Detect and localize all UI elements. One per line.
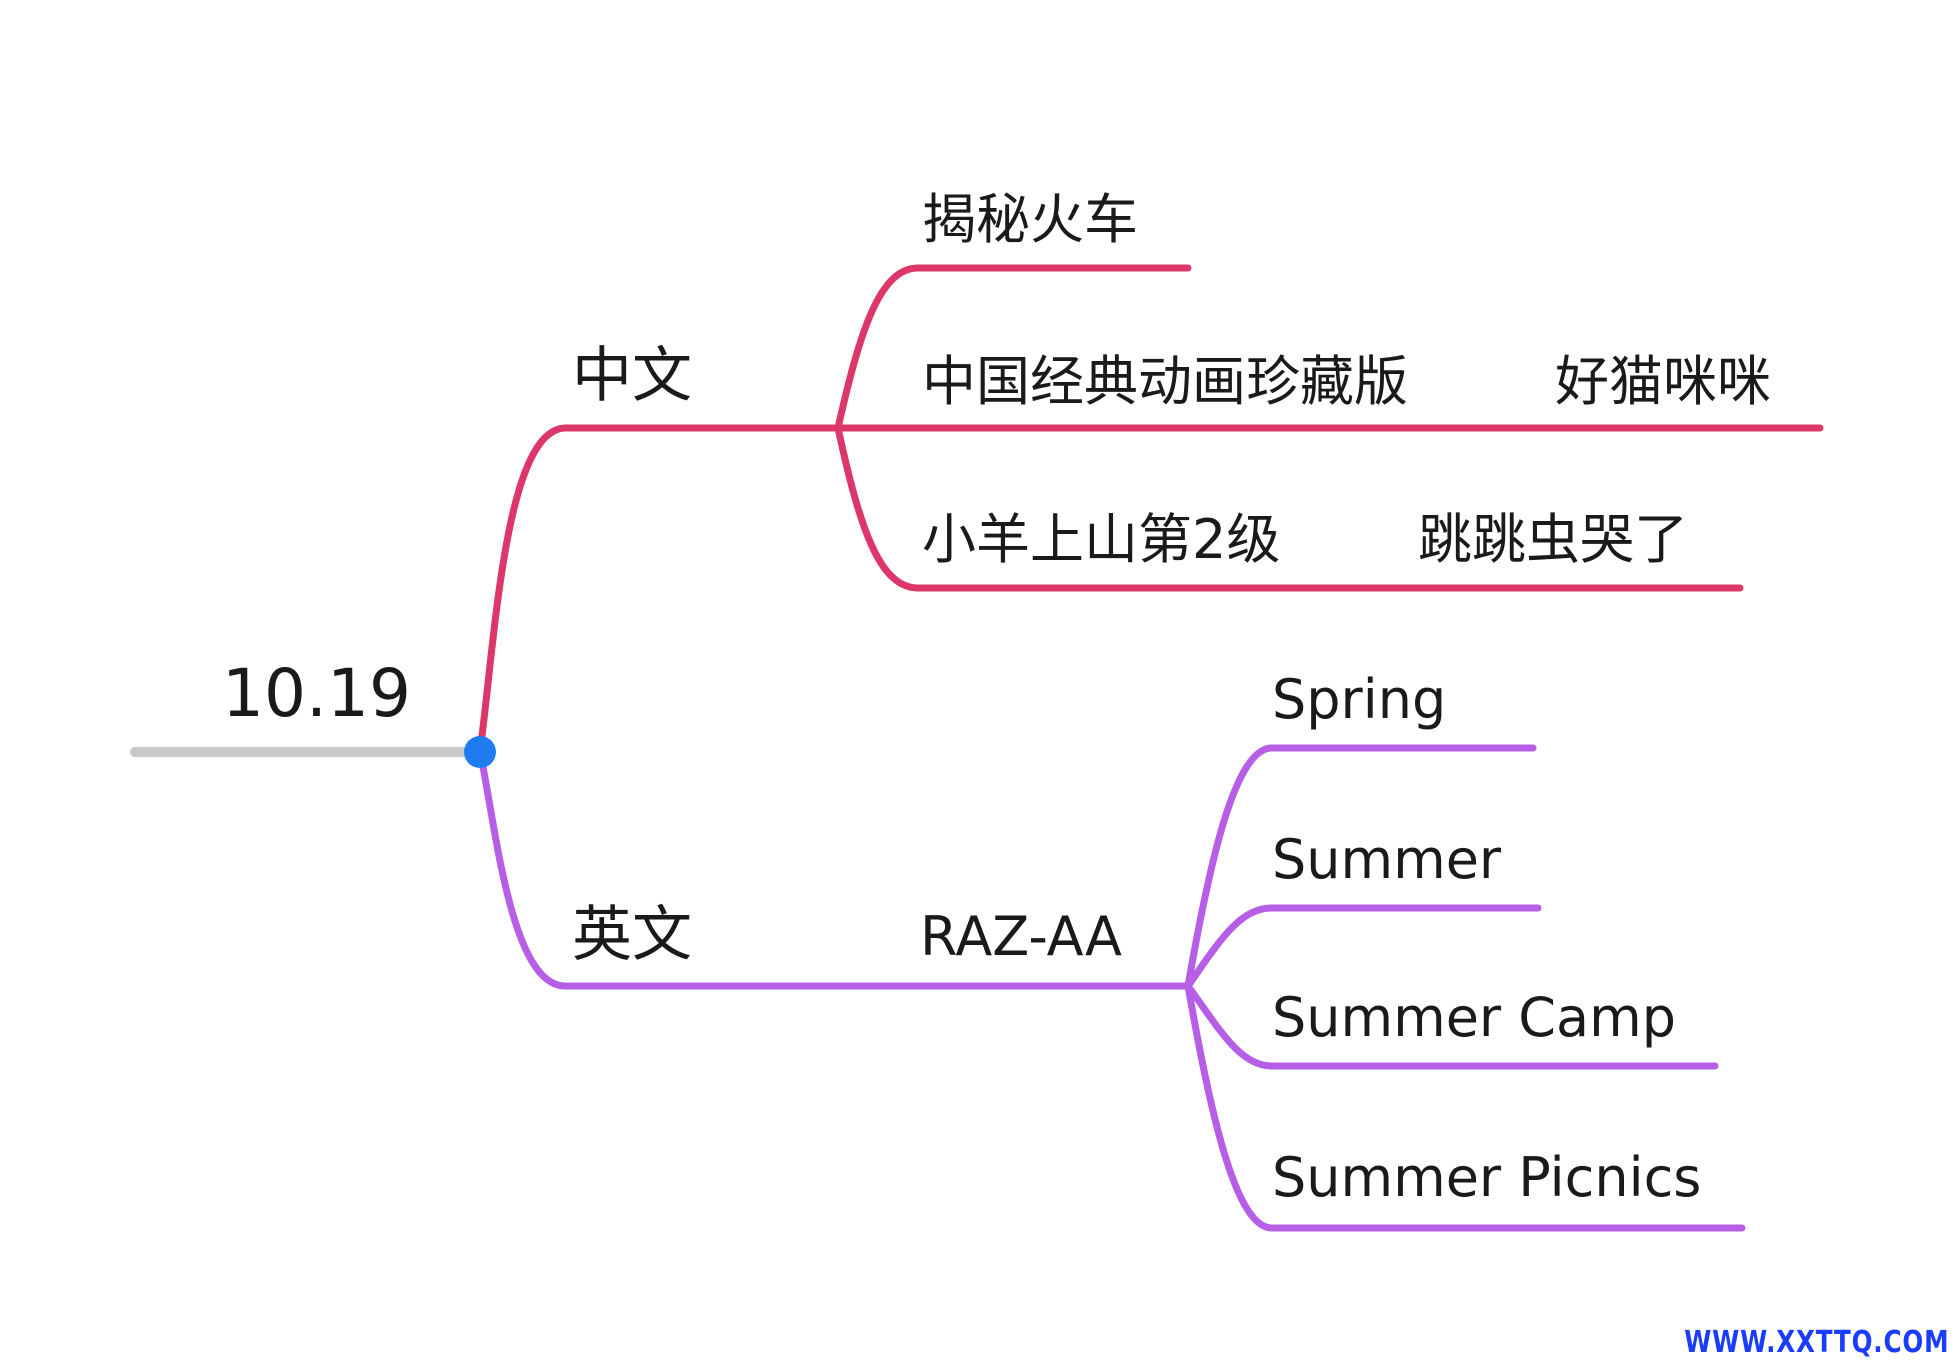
summer-camp-label[interactable]: Summer Camp [1272,986,1676,1049]
edge-chinese-to-secrets-train [834,264,1192,432]
summer-label[interactable]: Summer [1272,828,1502,891]
edge-raz-to-summer [1184,904,1542,990]
branch-english [476,744,1746,1232]
summer-picnics-label[interactable]: Summer Picnics [1272,1146,1701,1209]
edge-root-to-chinese [476,424,842,756]
root-node-label[interactable]: 10.19 [222,655,411,732]
chinese-node-label[interactable]: 中文 [572,341,692,411]
lamb-climb-label[interactable]: 小羊上山第2级 [922,508,1280,571]
english-node-label[interactable]: 英文 [572,900,692,970]
branch-chinese [476,264,1824,756]
raz-aa-label[interactable]: RAZ-AA [920,905,1122,968]
edge-raz-to-summer-camp [1184,982,1719,1070]
classic-animation-label[interactable]: 中国经典动画珍藏版 [922,350,1408,413]
spring-label[interactable]: Spring [1272,668,1446,731]
edge-root-to-english [476,748,842,990]
site-watermark: WWW.XXTTQ.COM [1683,1325,1949,1360]
edge-raz-to-summer-picnics [1184,982,1746,1232]
root-connector-dot[interactable] [464,736,496,768]
good-cat-label[interactable]: 好猫咪咪 [1555,350,1771,413]
edge-raz-to-spring [1184,744,1537,990]
hopping-bug-label[interactable]: 跳跳虫哭了 [1418,508,1688,571]
edge-chinese-to-lamb-climb [834,424,1339,592]
secrets-train-label[interactable]: 揭秘火车 [922,188,1138,251]
